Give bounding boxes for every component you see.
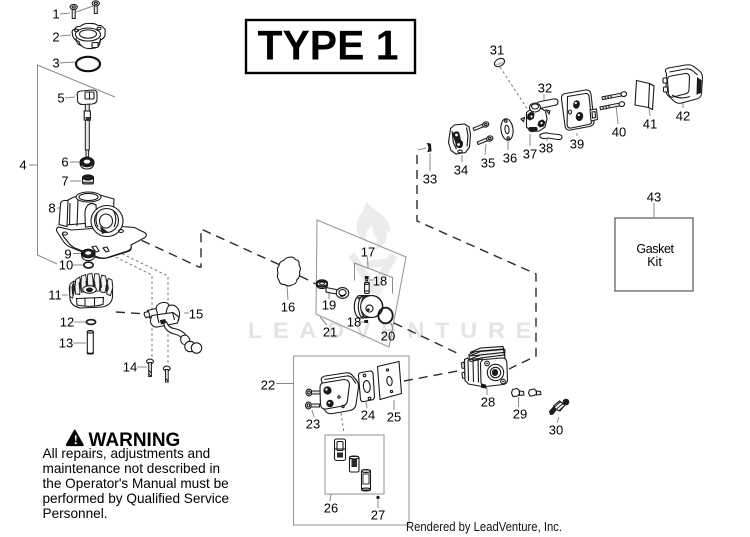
svg-text:43: 43 bbox=[647, 190, 661, 205]
svg-text:41: 41 bbox=[643, 117, 657, 132]
svg-text:9: 9 bbox=[64, 247, 71, 262]
svg-text:18: 18 bbox=[373, 274, 387, 289]
svg-text:35: 35 bbox=[481, 156, 495, 171]
svg-text:22: 22 bbox=[261, 378, 275, 393]
svg-text:6: 6 bbox=[61, 155, 68, 170]
svg-text:16: 16 bbox=[281, 300, 295, 315]
svg-text:23: 23 bbox=[306, 417, 320, 432]
svg-text:25: 25 bbox=[387, 410, 401, 425]
svg-text:28: 28 bbox=[481, 395, 495, 410]
svg-text:18: 18 bbox=[347, 315, 361, 330]
svg-text:Kit: Kit bbox=[647, 255, 662, 269]
svg-text:13: 13 bbox=[59, 336, 73, 351]
svg-text:10: 10 bbox=[59, 258, 73, 273]
svg-text:37: 37 bbox=[523, 147, 537, 162]
svg-text:Gasket: Gasket bbox=[636, 242, 674, 256]
svg-text:11: 11 bbox=[48, 288, 62, 303]
svg-text:36: 36 bbox=[503, 151, 517, 166]
svg-text:42: 42 bbox=[676, 109, 690, 124]
svg-text:33: 33 bbox=[423, 172, 437, 187]
svg-text:24: 24 bbox=[361, 408, 375, 423]
svg-text:TYPE 1: TYPE 1 bbox=[258, 22, 399, 69]
svg-text:3: 3 bbox=[52, 56, 59, 71]
svg-text:34: 34 bbox=[454, 163, 468, 178]
svg-text:7: 7 bbox=[61, 174, 68, 189]
svg-text:WARNING: WARNING bbox=[89, 430, 181, 451]
svg-text:40: 40 bbox=[612, 125, 626, 140]
svg-text:17: 17 bbox=[361, 245, 375, 260]
svg-text:5: 5 bbox=[57, 91, 64, 106]
svg-text:32: 32 bbox=[538, 81, 552, 96]
svg-text:performed by Qualified Service: performed by Qualified Service bbox=[43, 491, 230, 506]
svg-text:15: 15 bbox=[189, 307, 203, 322]
svg-text:Personnel.: Personnel. bbox=[43, 506, 108, 521]
svg-text:21: 21 bbox=[323, 325, 337, 340]
svg-text:30: 30 bbox=[549, 423, 563, 438]
svg-text:12: 12 bbox=[60, 315, 74, 330]
svg-text:the Operator's Manual must be: the Operator's Manual must be bbox=[43, 476, 229, 491]
svg-text:maintenance not described in: maintenance not described in bbox=[43, 461, 221, 476]
svg-text:Rendered by LeadVenture, Inc.: Rendered by LeadVenture, Inc. bbox=[406, 519, 562, 534]
svg-text:8: 8 bbox=[48, 201, 55, 216]
svg-text:31: 31 bbox=[490, 43, 504, 58]
svg-text:20: 20 bbox=[381, 329, 395, 344]
svg-text:38: 38 bbox=[539, 141, 553, 156]
svg-text:19: 19 bbox=[322, 298, 336, 313]
svg-text:2: 2 bbox=[52, 30, 59, 45]
svg-text:39: 39 bbox=[570, 137, 584, 152]
svg-text:1: 1 bbox=[52, 7, 59, 22]
svg-text:4: 4 bbox=[19, 158, 26, 173]
svg-text:14: 14 bbox=[123, 360, 137, 375]
svg-text:All repairs, adjustments and: All repairs, adjustments and bbox=[43, 446, 211, 461]
svg-text:26: 26 bbox=[324, 501, 338, 516]
svg-text:29: 29 bbox=[513, 407, 527, 422]
svg-text:27: 27 bbox=[371, 508, 385, 523]
